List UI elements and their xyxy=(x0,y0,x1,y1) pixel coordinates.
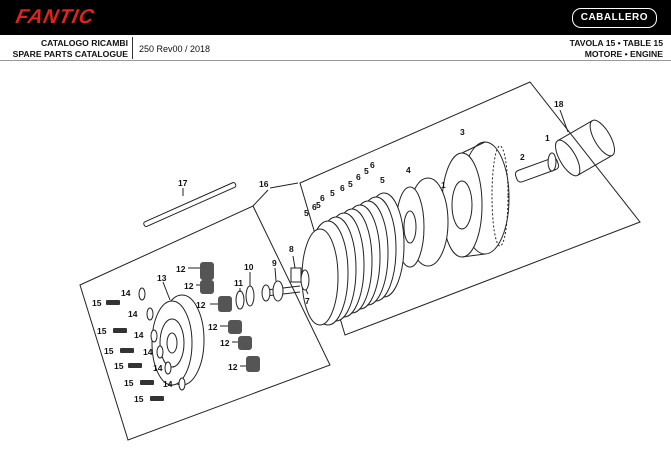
callout-3: 3 xyxy=(460,127,465,137)
pressure-plate-part xyxy=(151,294,205,386)
callout-6: 6 xyxy=(340,183,345,193)
section-name: MOTORE • ENGINE xyxy=(584,49,663,59)
callout-6: 6 xyxy=(370,160,375,170)
callout-15: 15 xyxy=(97,326,107,336)
model-badge: CABALLERO xyxy=(571,8,657,28)
header-rule xyxy=(0,60,671,61)
callout-7: 7 xyxy=(305,296,310,306)
callout-4: 4 xyxy=(406,165,411,175)
bearing-part xyxy=(235,290,245,310)
callout-6: 6 xyxy=(312,202,317,212)
callout-1: 1 xyxy=(545,133,550,143)
washer-part xyxy=(300,269,310,291)
callout-5: 5 xyxy=(380,175,385,185)
bolt-part xyxy=(106,300,164,401)
washer-part xyxy=(138,287,186,391)
callout-14: 14 xyxy=(163,379,173,389)
revision-label: 250 Rev00 / 2018 xyxy=(139,44,211,54)
table-number: TAVOLA 15 • TABLE 15 xyxy=(569,38,663,48)
callout-5: 5 xyxy=(304,208,309,218)
callout-18: 18 xyxy=(554,99,564,109)
clutch-hub-part xyxy=(395,177,449,268)
callout-15: 15 xyxy=(92,298,102,308)
callout-11: 11 xyxy=(234,278,243,288)
catalog-title-it: CATALOGO RICAMBI xyxy=(40,38,128,48)
callout-12: 12 xyxy=(208,322,218,332)
callout-15: 15 xyxy=(114,361,124,371)
callout-15: 15 xyxy=(104,346,114,356)
callout-15: 15 xyxy=(134,394,144,404)
callout-9: 9 xyxy=(272,258,277,268)
group-outline-pressure-plate xyxy=(79,205,331,441)
header-divider xyxy=(132,37,133,59)
spring-part xyxy=(200,262,260,372)
pushrod-part xyxy=(143,182,237,228)
callout-15: 15 xyxy=(124,378,134,388)
nut-part xyxy=(290,267,302,283)
callout-6: 6 xyxy=(320,193,325,203)
callout-8: 8 xyxy=(289,244,294,254)
callout-5: 5 xyxy=(330,188,335,198)
clutch-basket-part xyxy=(441,141,510,258)
callout-6: 6 xyxy=(356,172,361,182)
clutch-plate-stack xyxy=(301,192,405,326)
catalog-title: CATALOGO RICAMBI SPARE PARTS CATALOGUE xyxy=(10,38,128,60)
callout-14: 14 xyxy=(153,363,163,373)
header-bar: FANTIC CABALLERO xyxy=(0,0,671,35)
callout-1: 1 xyxy=(441,180,446,190)
callout-5: 5 xyxy=(316,200,321,210)
callout-5: 5 xyxy=(348,179,353,189)
callout-14: 14 xyxy=(121,288,131,298)
circlip-part xyxy=(245,285,255,307)
callout-17: 17 xyxy=(178,178,188,188)
callout-12: 12 xyxy=(196,300,206,310)
callout-10: 10 xyxy=(244,262,254,272)
callout-14: 14 xyxy=(134,330,144,340)
callout-13: 13 xyxy=(157,273,167,283)
bushing-part xyxy=(555,119,615,177)
table-info: TAVOLA 15 • TABLE 15 MOTORE • ENGINE xyxy=(570,38,663,60)
callout-5: 5 xyxy=(364,166,369,176)
bearing-bolt-part xyxy=(261,280,301,302)
callout-16: 16 xyxy=(259,179,269,189)
callout-2: 2 xyxy=(520,152,525,162)
callout-12: 12 xyxy=(184,281,194,291)
catalog-title-en: SPARE PARTS CATALOGUE xyxy=(12,49,128,59)
callout-14: 14 xyxy=(128,309,138,319)
washer-part xyxy=(547,152,557,172)
callout-12: 12 xyxy=(176,264,186,274)
callout-12: 12 xyxy=(220,338,230,348)
callout-12: 12 xyxy=(228,362,238,372)
callout-14: 14 xyxy=(143,347,153,357)
